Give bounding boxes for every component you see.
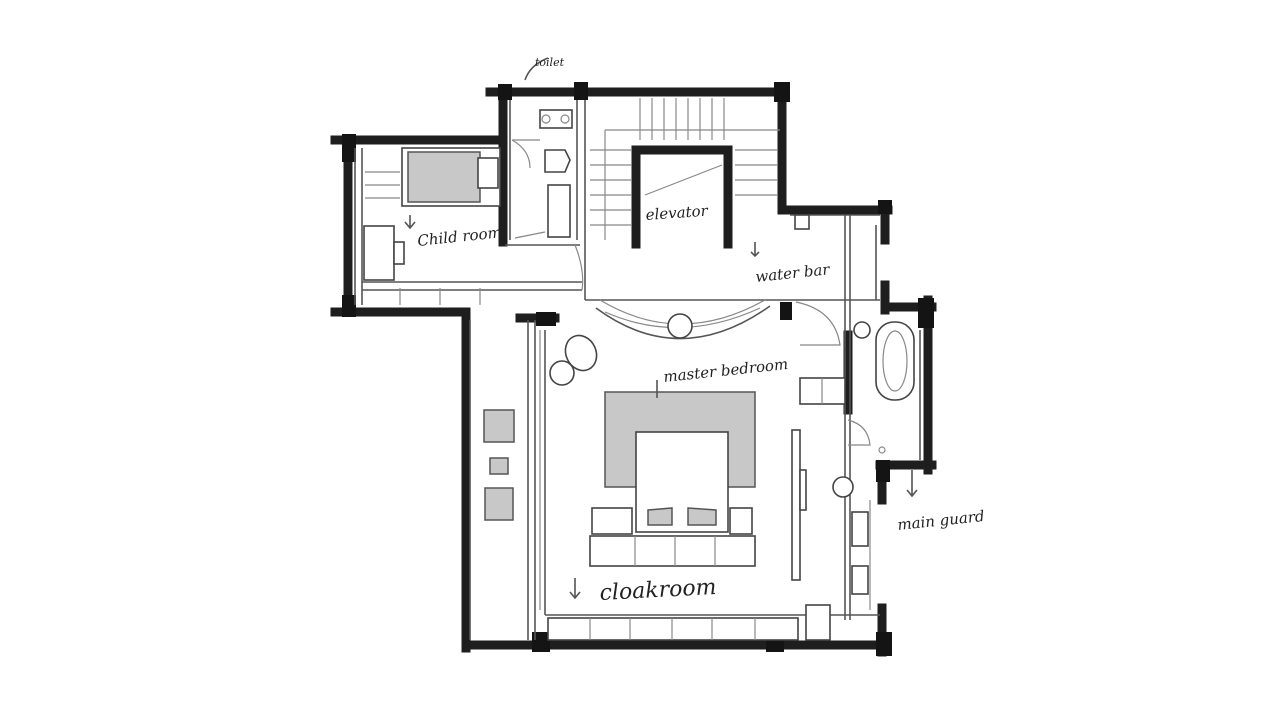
label-water-bar: water bar <box>755 260 832 286</box>
label-main-guard: main guard <box>897 507 986 534</box>
label-elevator: elevator <box>645 202 709 224</box>
label-toilet: toilet <box>535 56 565 69</box>
child-room-furniture <box>363 147 584 305</box>
cloakroom-shelving <box>539 330 831 641</box>
label-master-bedroom: master bedroom <box>663 355 789 386</box>
bathroom-fixtures <box>847 321 915 610</box>
master-bedroom-furniture <box>549 334 854 581</box>
partition-lines <box>354 100 921 640</box>
label-child-room: Child room <box>417 223 503 250</box>
staircase <box>590 98 780 240</box>
water-bar-area <box>595 214 841 346</box>
toilet-fixtures <box>511 109 573 239</box>
corridor-cabinets <box>483 409 515 521</box>
annotation-arrows <box>404 57 918 600</box>
label-cloakroom: cloakroom <box>599 575 717 606</box>
